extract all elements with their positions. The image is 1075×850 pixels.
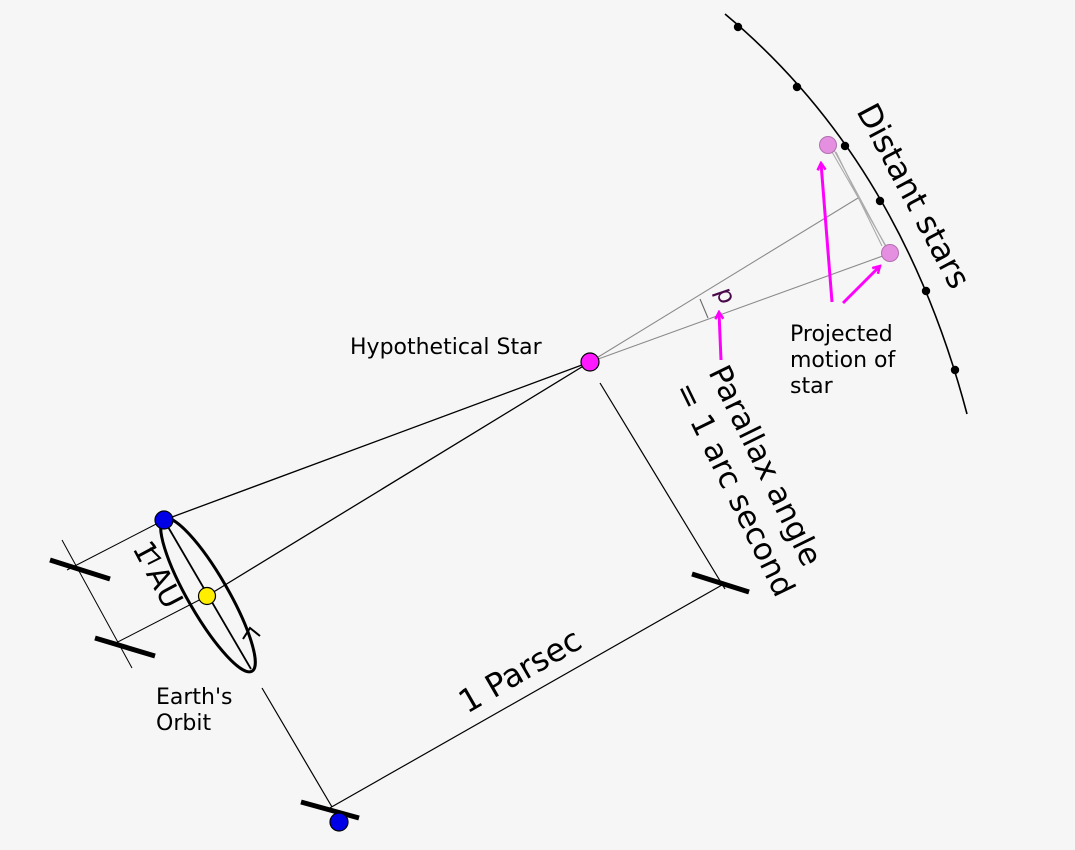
au-extension-line: [66, 519, 165, 571]
au-extension-line: [111, 595, 208, 646]
projection-line-upper: [589, 197, 859, 363]
earth-position-top: [154, 510, 174, 530]
parsec-dimension-line: [327, 584, 723, 810]
earth-sight-line: [163, 361, 591, 521]
projected-star-position: [881, 244, 899, 262]
projected-motion-label-line3: star: [790, 374, 834, 399]
hypothetical-star-label: Hypothetical Star: [350, 335, 543, 360]
au-tick: [94, 635, 156, 659]
projected-motion-label-line1: Projected: [790, 322, 893, 347]
projected-motion-line: [833, 149, 887, 248]
distant-star-dot: [840, 141, 850, 151]
parsec-extension-line: [599, 382, 726, 590]
parsec-tick: [300, 799, 360, 821]
distant-star-dot: [921, 286, 931, 296]
projected-motion-label: Projected motion of star: [790, 322, 902, 399]
distant-star-dot: [792, 82, 802, 92]
orbit-direction-arrow: [242, 626, 261, 640]
parsec-tick: [691, 571, 750, 595]
parsec-extension-line: [261, 687, 333, 808]
angle-mark: [699, 298, 709, 319]
sun-sight-line: [206, 361, 591, 597]
earth-position-bottom: [329, 812, 349, 832]
earths-orbit-label-line2: Orbit: [156, 711, 211, 736]
earth-sight-lines: [163, 361, 591, 597]
distant-star-dot: [875, 196, 885, 206]
parallax-symbol-p: p: [710, 284, 741, 308]
parallax-angle-arrow: [719, 312, 721, 361]
earths-orbit-label-line1: Earth's: [156, 685, 233, 710]
au-dimension: [49, 519, 208, 669]
one-parsec-label: 1 Parsec: [452, 620, 588, 720]
projection-line-lower: [589, 252, 892, 363]
projected-star-position: [819, 136, 837, 154]
distant-star-dot: [950, 365, 960, 375]
projected-motion-arrow: [821, 163, 834, 303]
projected-motion-arrow: [841, 266, 880, 305]
orbit-direction-arrow: [147, 547, 162, 565]
au-dimension-line: [61, 539, 133, 669]
parsec-dimension: [261, 382, 750, 821]
projection-lines: [589, 144, 892, 363]
projected-motion-label-line2: motion of: [790, 348, 896, 373]
sun: [197, 586, 217, 606]
earths-orbit-label: Earth's Orbit: [156, 685, 240, 736]
distant-star-dot: [733, 22, 743, 32]
au-tick: [49, 557, 111, 582]
distant-stars-arc: [724, 13, 968, 415]
magenta-arrows: [719, 163, 880, 361]
hypothetical-star: [580, 352, 600, 372]
distant-star-dots: [733, 22, 960, 375]
